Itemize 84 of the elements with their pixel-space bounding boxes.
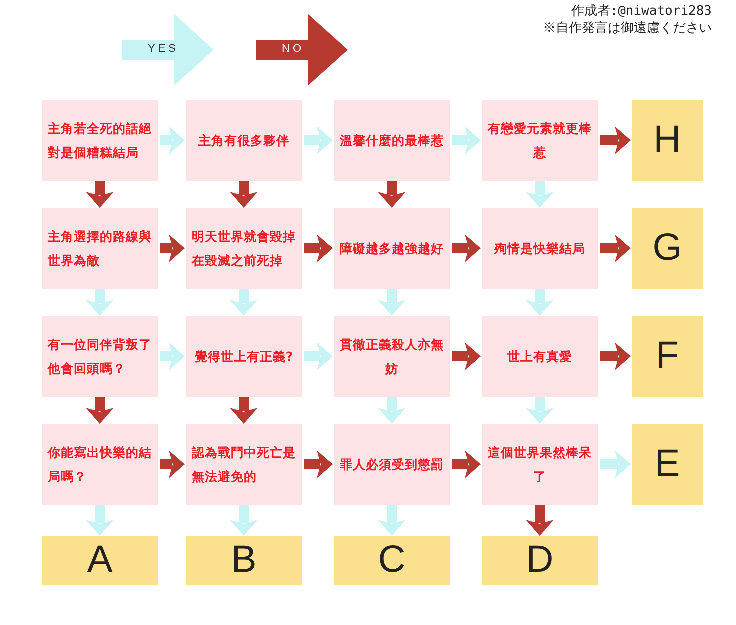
result-box: [632, 316, 703, 397]
question-box: [334, 208, 450, 289]
result-box: [632, 424, 703, 505]
result-letter: D: [526, 539, 554, 582]
result-letter: A: [87, 539, 113, 582]
question-text: 這個世界果然棒呆了: [488, 444, 592, 486]
question-text: 貫徹正義殺人亦無妨: [340, 336, 444, 378]
question-text: 認為戰鬥中死亡是無法避免的: [192, 444, 296, 486]
arrow: [378, 505, 406, 536]
arrow: [86, 397, 114, 424]
arrow: [160, 450, 185, 478]
arrow: [600, 342, 631, 370]
legend-label: YES: [148, 43, 180, 55]
question-box: [186, 316, 302, 397]
arrow: [86, 181, 114, 208]
result-letter: C: [378, 539, 406, 582]
legend-label: NO: [282, 43, 304, 55]
question-text: 覺得世上有正義?: [194, 348, 294, 366]
question-text: 主角若全死的話絕對是個糟糕結局: [48, 120, 152, 162]
question-box: [482, 424, 598, 505]
arrow: [600, 126, 631, 154]
result-letter: E: [654, 443, 680, 486]
arrow: [452, 342, 481, 370]
result-letter: G: [652, 227, 682, 270]
arrow: [86, 505, 114, 536]
result-box: [632, 208, 703, 289]
arrow: [378, 181, 406, 208]
arrow: [526, 397, 554, 424]
question-text: 有戀愛元素就更棒惹: [488, 120, 592, 162]
question-box: [42, 424, 158, 505]
result-box: [632, 100, 703, 181]
author-note: ※自作発言は御遠慮ください: [543, 20, 712, 37]
question-box: [334, 316, 450, 397]
arrow: [526, 289, 554, 316]
question-text: 你能寫出快樂的結局嗎？: [48, 444, 152, 486]
question-text: 主角選擇的路線與世界為敵: [48, 228, 152, 270]
result-box: [482, 536, 598, 585]
question-box: [42, 208, 158, 289]
arrow: [160, 342, 185, 370]
question-text: 主角有很多夥伴: [198, 132, 290, 150]
arrow: [160, 126, 185, 154]
arrow: [304, 234, 333, 262]
author-note: 作成者:@niwatori283: [571, 3, 712, 20]
question-box: [186, 100, 302, 181]
question-text: 世上有真愛: [508, 348, 572, 366]
arrow: [378, 397, 406, 424]
arrow: [304, 342, 333, 370]
result-box: [42, 536, 158, 585]
question-box: [186, 208, 302, 289]
question-text: 明天世界就會毀掉在毀滅之前死掉: [192, 228, 296, 270]
question-text: 有一位同伴背叛了他會回頭嗎？: [48, 336, 152, 378]
question-text: 殉情是快樂結局: [494, 240, 586, 258]
result-box: [186, 536, 302, 585]
arrow: [452, 450, 481, 478]
question-text: 障礙越多越強越好: [340, 240, 444, 258]
arrow: [230, 181, 258, 208]
question-box: [482, 208, 598, 289]
arrow: [526, 505, 554, 536]
arrow: [378, 289, 406, 316]
question-text: 溫馨什麼的最棒惹: [340, 132, 444, 150]
result-box: [334, 536, 450, 585]
arrow: [600, 450, 631, 478]
arrow: [600, 234, 631, 262]
question-box: [334, 100, 450, 181]
result-letter: F: [656, 335, 680, 378]
arrow: [526, 181, 554, 208]
arrow: [230, 289, 258, 316]
arrow: [304, 450, 333, 478]
question-box: [482, 316, 598, 397]
question-box: [186, 424, 302, 505]
question-box: [42, 316, 158, 397]
arrow: [452, 126, 481, 154]
question-box: [334, 424, 450, 505]
question-box: [482, 100, 598, 181]
question-box: [42, 100, 158, 181]
arrow: [452, 234, 481, 262]
result-letter: B: [231, 539, 257, 582]
arrow: [230, 505, 258, 536]
arrow: [230, 397, 258, 424]
result-letter: H: [654, 119, 682, 162]
question-text: 罪人必須受到懲罰: [340, 456, 444, 474]
arrow: [304, 126, 333, 154]
arrow: [160, 234, 185, 262]
arrow: [86, 289, 114, 316]
